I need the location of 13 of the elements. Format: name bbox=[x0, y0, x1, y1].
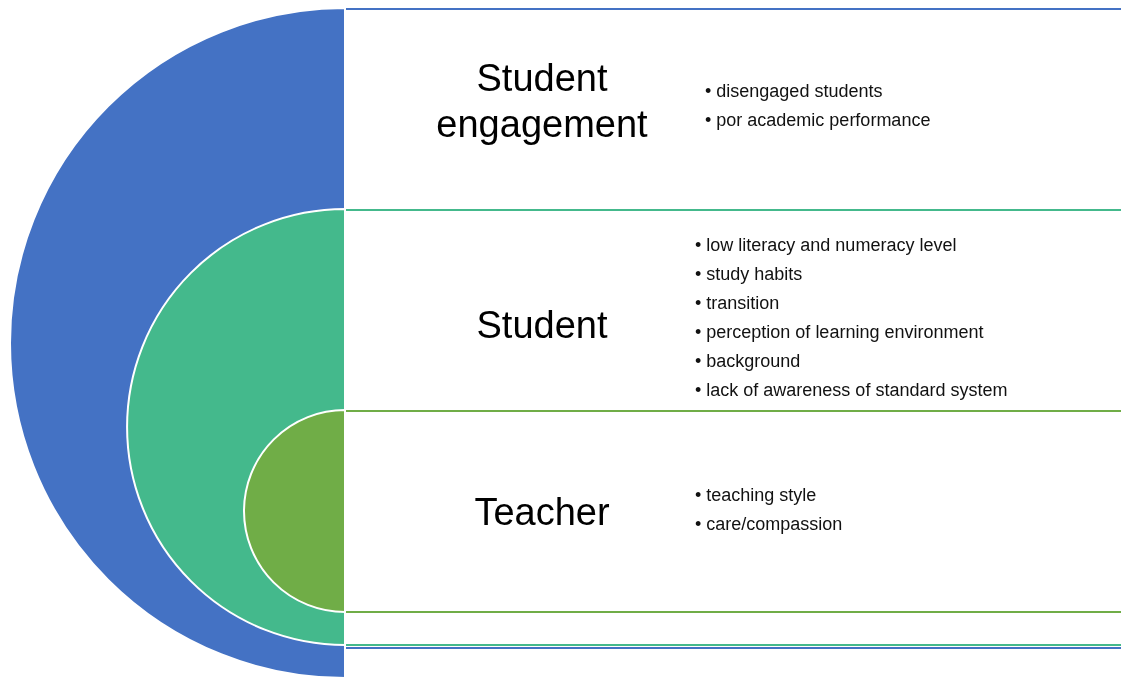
bullet-item: • transition bbox=[695, 292, 781, 315]
bullet-item: • disengaged students bbox=[705, 80, 884, 103]
bullet-item: • study habits bbox=[695, 263, 804, 286]
bullet-item: • perception of learning environment bbox=[695, 321, 985, 344]
bullet-item: • care/compassion bbox=[695, 513, 843, 536]
band-heading: Student bbox=[475, 303, 609, 348]
bullet-item: • low literacy and numeracy level bbox=[695, 234, 958, 257]
band-heading: Teacher bbox=[473, 490, 611, 535]
band-heading: Student engagement bbox=[435, 56, 649, 147]
bullet-item: • teaching style bbox=[695, 484, 818, 507]
bullet-item: • lack of awareness of standard system bbox=[695, 379, 1008, 402]
bullet-item: • por academic performance bbox=[705, 109, 931, 132]
bullet-item: • background bbox=[695, 350, 802, 373]
